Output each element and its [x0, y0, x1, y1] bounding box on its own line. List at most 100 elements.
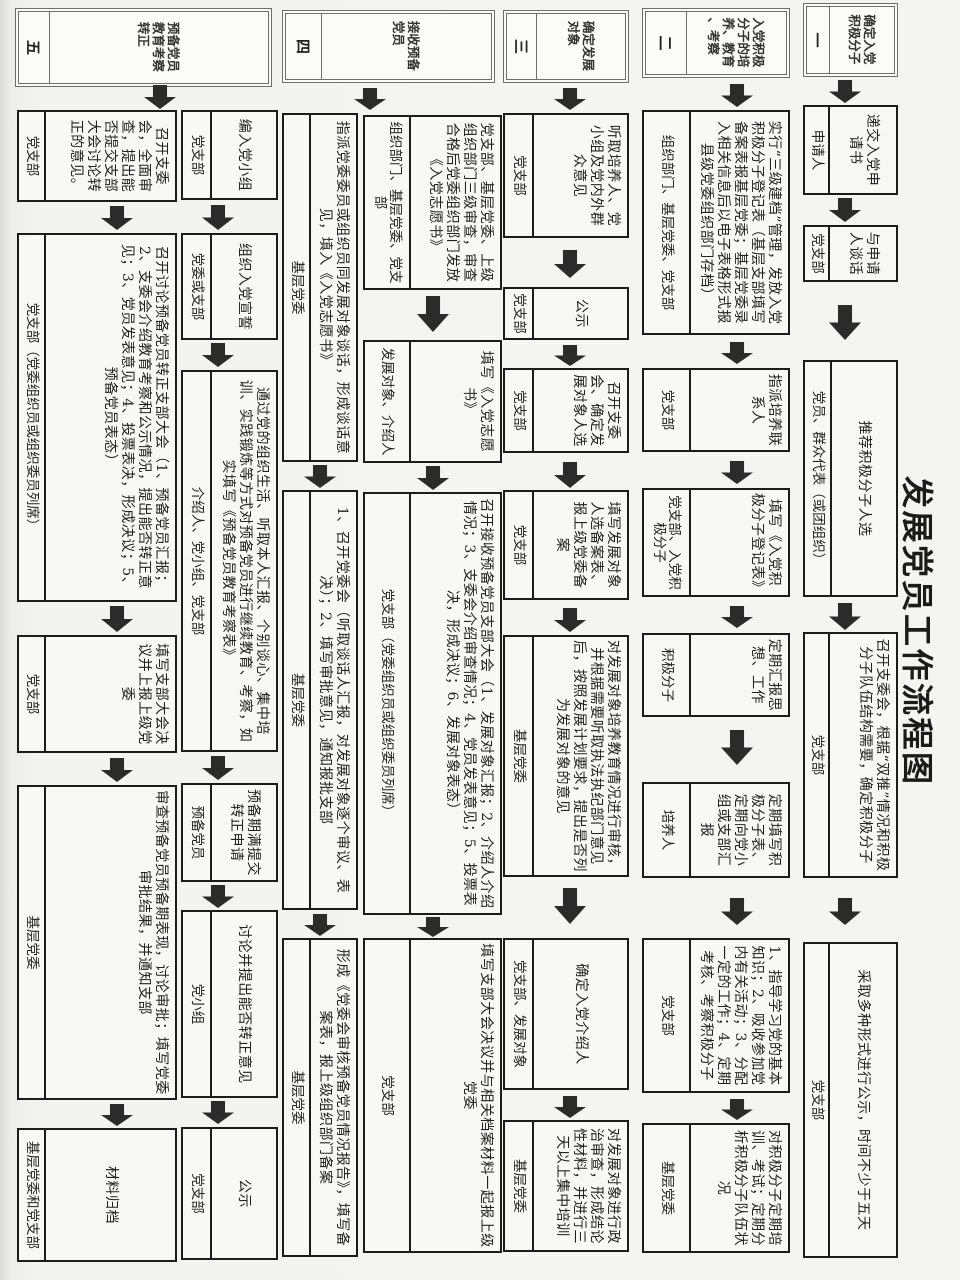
flow-arrow-icon	[721, 84, 753, 107]
flow-arrow-icon	[554, 88, 586, 110]
flow-arrow-icon	[829, 80, 861, 103]
flow-step: 听取培养人、党小组及党内外群众意见 党支部	[503, 113, 629, 238]
step-action: 1、指导学习党的基本知识；2、吸收参加党内有关活动；3、分配一定的工作；4、定期…	[698, 945, 782, 1086]
flow-step: 1、指导学习党的基本知识；2、吸收参加党内有关活动；3、分配一定的工作；4、定期…	[642, 938, 790, 1093]
flow-step: 召开支委会、确定发展对象人选 党支部	[503, 368, 629, 453]
step-actor: 基层党委	[284, 492, 311, 908]
step-actor: 党支部	[505, 370, 534, 451]
flow-arrow-icon	[101, 758, 133, 782]
step-action: 预备期满提交转正申请	[228, 789, 261, 876]
step-action: 召开接收预备党员支部大会（1、发展对象汇报；2、介绍人介绍情况；3、支委会介绍审…	[444, 498, 494, 909]
step-actor: 基层党委	[505, 1122, 534, 1250]
step-actor: 基层党委	[284, 940, 311, 1255]
step-action: 填写《入党志愿书》	[461, 350, 494, 453]
flow-step: 对发展对象进行政治审查，形成结论性材料，并进行三天以上集中培训 基层党委	[503, 1120, 629, 1252]
step-action: 公示	[236, 1179, 253, 1208]
step-action: 党支部、基层党委、上级组织部门三级审查，审查合格后党委组织部门发放《入党志愿书》	[427, 122, 494, 283]
flow-step: 1、召开党委会（听取谈话人汇报，对发展对象逐个审议、表决）；2、填写审批意见，通…	[282, 490, 358, 910]
step-actor: 党支部	[805, 227, 830, 280]
flow-step: 指派党委委员或组织员同发展对象谈话，形成谈话意见，填入《入党志愿书》 基层党委	[282, 113, 358, 462]
step-action: 推荐积极分子人选	[856, 420, 873, 537]
step-actor: 基层党委	[284, 115, 311, 460]
step-action: 召开支委会，根据“双推”情况和积极分子队伍结构需要，确定积极分子	[857, 638, 890, 872]
step-actor: 预备党员	[183, 785, 212, 880]
step-actor: 党支部	[19, 637, 46, 751]
flow-arrow-icon	[721, 606, 753, 628]
step-actor: 组织部门、基层党委、党支部	[644, 112, 691, 333]
stage-header: 入党积极分子的培养、教育、考察 二	[642, 8, 790, 78]
step-actor: 党支部（党委组织员或组织委员列席）	[365, 494, 411, 913]
step-action: 1、召开党委会（听取谈话人汇报，对发展对象逐个审议、表决）；2、填写审批意见，通…	[317, 506, 350, 894]
step-actor: 党支部	[183, 1129, 212, 1258]
flow-arrow-icon	[554, 1096, 586, 1118]
flow-arrow-icon	[354, 88, 386, 110]
flow-arrow-icon	[554, 462, 586, 488]
flow-arrow-icon	[829, 603, 861, 630]
step-actor: 基层党委和党支部	[19, 1130, 46, 1260]
step-action: 指派培养联系人	[749, 373, 782, 447]
stage-header: 确定入党积极分子 一	[803, 3, 898, 77]
flow-step: 召开讨论预备党员转正支部大会（1、预备党员汇报；2、支委会介绍教育考察和公示情况…	[17, 233, 177, 602]
flow-step: 编入党小组 党支部	[181, 110, 278, 200]
flow-step: 公示 党支部	[181, 1127, 278, 1260]
flow-step: 讨论并提出能否转正意见 党小组	[181, 910, 278, 1098]
flow-step: 形成《党委会审核预备党员情况报告》，填写备案表，报上级组织部门备案 基层党委	[282, 938, 358, 1257]
flow-step: 填写支部大会决议并与相关档案材料一起报上级党委 党支部	[363, 938, 502, 1253]
step-action: 递交入党申请书	[847, 113, 880, 187]
flow-arrow-icon	[417, 917, 449, 937]
flow-arrow-icon	[101, 206, 133, 230]
step-actor: 党支部	[19, 112, 46, 200]
step-action: 编入党小组	[236, 118, 253, 192]
flow-arrow-icon	[829, 898, 861, 925]
stage-name: 入党积极分子的培养、教育、考察	[706, 17, 767, 68]
stage-name: 确定入党积极分子	[847, 14, 877, 65]
stage-name: 确定发展对象	[566, 20, 596, 71]
flow-arrow-icon	[829, 305, 861, 340]
flow-step: 填写《入党志愿书》 发展对象、介绍人	[363, 340, 502, 463]
flow-step: 召开接收预备党员支部大会（1、发展对象汇报；2、介绍人介绍情况；3、支委会介绍审…	[363, 492, 502, 915]
step-actor: 党支部、入党积极分子	[644, 490, 691, 595]
step-actor: 党支部	[805, 944, 830, 1256]
step-action: 通过党的组织生活、听取本人汇报、个别谈心、集中培训、实践锻炼等方式对预备党员进行…	[220, 379, 270, 743]
flow-step: 推荐积极分子人选 党员、群众代表（或团组织）	[803, 360, 898, 597]
step-action: 确定入党介绍人	[573, 963, 589, 1065]
flow-step: 定期汇报思想、工作 积极分子	[642, 633, 790, 717]
stage-header: 预备党员教育考察转正 五	[15, 8, 272, 87]
flow-arrow-icon	[304, 914, 336, 936]
flow-step: 与申请人谈话 党支部	[803, 225, 898, 282]
flow-arrow-icon	[829, 198, 861, 222]
step-action: 填写《入党积极分子登记表》	[749, 493, 782, 595]
step-actor: 基层党委	[644, 1125, 691, 1251]
stage-numeral: 五	[19, 12, 50, 83]
step-action: 听取培养人、党小组及党内外群众意见	[571, 124, 621, 227]
step-actor: 组织部门、基层党委、党支部	[365, 117, 411, 288]
step-actor: 党员、群众代表（或团组织）	[805, 362, 832, 595]
flow-step: 实行“三级建档”管理，发放入党积极分子登记表（基层支部填写备案表报基层党委；基层…	[642, 110, 790, 335]
flow-step: 填写支部大会决议并上报上级党委 党支部	[17, 635, 177, 753]
step-action: 形成《党委会审核预备党员情况报告》，填写备案表，报上级组织部门备案	[317, 948, 350, 1247]
stage-name: 预备党员教育考察转正	[136, 21, 182, 72]
flow-step: 填写《入党积极分子登记表》 党支部、入党积极分子	[642, 488, 790, 597]
flow-arrow-icon	[721, 1099, 753, 1120]
flow-arrow-icon	[554, 888, 586, 924]
flow-step: 预备期满提交转正申请 预备党员	[181, 783, 278, 882]
flow-arrow-icon	[554, 345, 586, 366]
flow-step: 组织入党宣誓 党委或支部	[181, 233, 278, 340]
flow-arrow-icon	[721, 898, 753, 925]
step-action: 召开讨论预备党员转正支部大会（1、预备党员汇报；2、支委会介绍教育考察和公示情况…	[102, 243, 169, 592]
flow-arrow-icon	[304, 465, 336, 488]
step-actor: 党支部	[365, 940, 411, 1251]
flow-arrow-icon	[721, 730, 753, 765]
flow-arrow-icon	[202, 885, 234, 908]
flow-step: 公示 党支部	[503, 287, 629, 340]
flow-step: 审查预备党员预备期表现，讨论审批；填写党委审批结果，并通知支部 基层党委	[17, 785, 177, 1100]
step-action: 对积极分子定期培训、考试；定期分析积极分子队伍状况	[715, 1130, 782, 1246]
step-action: 实行“三级建档”管理，发放入党积极分子登记表（基层支部填写备案表报基层党委；基层…	[698, 120, 782, 325]
flow-arrow-icon	[144, 85, 176, 109]
stage-header: 确定发展对象 三	[503, 10, 629, 83]
flow-step: 递交入党申请书 申请人	[803, 105, 898, 195]
step-action: 召开支委会，全面审查，提出能否提交支部大会讨论转正的意见。	[68, 119, 169, 193]
flow-arrow-icon	[554, 608, 586, 632]
flow-step: 定期填写积极分子表、定期向党小组或支部汇报 培养人	[642, 782, 790, 878]
